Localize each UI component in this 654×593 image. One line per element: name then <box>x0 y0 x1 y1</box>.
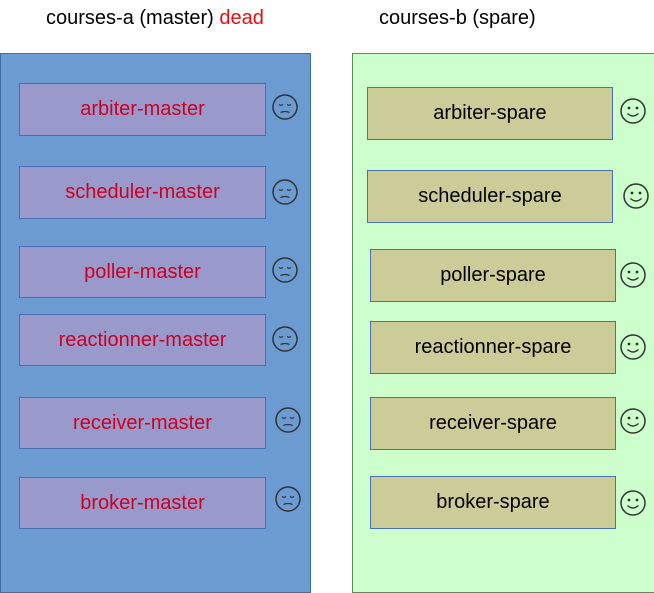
sad-face-icon <box>272 179 298 205</box>
daemon-box-reactionner-spare: reactionner-spare <box>370 321 616 374</box>
daemon-box-poller-master: poller-master <box>19 246 266 298</box>
column-b-title-text: courses-b (spare) <box>379 7 536 29</box>
column-b-title: courses-b (spare) <box>379 7 536 30</box>
smiley-face-icon <box>620 262 646 288</box>
status-dead-label: dead <box>219 7 264 29</box>
daemon-label: reactionner-spare <box>414 336 572 358</box>
sad-face-icon <box>272 326 298 352</box>
daemon-label: arbiter-spare <box>433 102 547 124</box>
daemon-label: arbiter-master <box>80 98 205 120</box>
column-a-title: courses-a (master) dead <box>46 7 264 30</box>
daemon-box-arbiter-spare: arbiter-spare <box>367 87 613 140</box>
sad-face-icon <box>275 486 301 512</box>
daemon-label: scheduler-master <box>65 181 220 203</box>
daemon-box-reactionner-master: reactionner-master <box>19 314 266 366</box>
daemon-box-poller-spare: poller-spare <box>370 249 616 302</box>
daemon-box-arbiter-master: arbiter-master <box>19 83 266 136</box>
daemon-label: poller-spare <box>440 264 546 286</box>
sad-face-icon <box>275 407 301 433</box>
daemon-box-broker-master: broker-master <box>19 477 266 529</box>
daemon-box-scheduler-master: scheduler-master <box>19 166 266 219</box>
daemon-box-scheduler-spare: scheduler-spare <box>367 170 613 223</box>
smiley-face-icon <box>620 408 646 434</box>
daemon-label: receiver-master <box>73 411 212 434</box>
daemon-label: scheduler-spare <box>418 185 562 207</box>
sad-face-icon <box>272 94 298 120</box>
daemon-label: broker-master <box>80 491 205 514</box>
smiley-face-icon <box>623 183 649 209</box>
daemon-box-broker-spare: broker-spare <box>370 476 616 529</box>
daemon-box-receiver-master: receiver-master <box>19 397 266 449</box>
smiley-face-icon <box>620 490 646 516</box>
daemon-label: poller-master <box>84 260 201 283</box>
daemon-box-receiver-spare: receiver-spare <box>370 397 616 450</box>
smiley-face-icon <box>620 98 646 124</box>
daemon-label: broker-spare <box>436 491 550 513</box>
column-a-title-text: courses-a (master) <box>46 7 214 29</box>
sad-face-icon <box>272 257 298 283</box>
daemon-label: receiver-spare <box>429 412 557 434</box>
smiley-face-icon <box>620 334 646 360</box>
daemon-label: reactionner-master <box>58 328 227 351</box>
